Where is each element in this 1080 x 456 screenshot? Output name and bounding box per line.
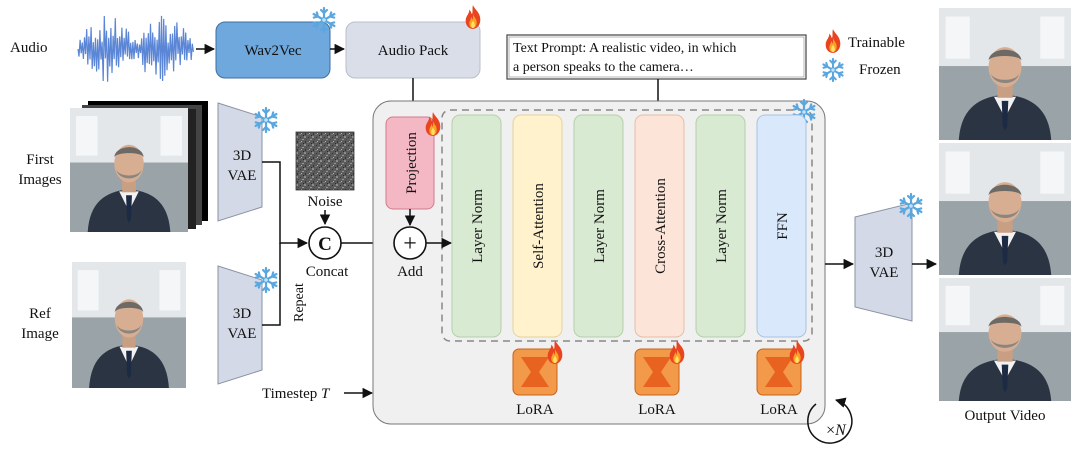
text-prompt-line-2: a person speaks to the camera… [513,60,694,75]
lora-label-1: LoRA [516,402,554,418]
output-frame-1 [939,8,1071,140]
noise-label: Noise [308,194,343,210]
add-label: Add [397,264,423,280]
legend-frozen: Frozen [859,62,901,78]
projection-label: Projection [404,132,420,194]
repeat-n-loop: ×N [807,397,853,444]
layer-norm-2-box [573,114,624,338]
lora-module-1: LoRA [512,340,563,418]
fire-icon [825,29,841,53]
transformer-frozen-region [441,109,813,342]
repeat-label: Repeat [292,283,307,322]
vae-bottom-label-1: 3D [233,306,252,322]
line-vae-bottom-concat [262,243,281,326]
lora-label-3: LoRA [760,402,798,418]
vae-top-label-1: 3D [233,148,252,164]
vae-decoder [854,202,913,322]
first-images-label-1: First [26,152,54,168]
ref-image-label-2: Image [21,326,59,342]
output-video-frames [939,8,1071,401]
audio-pack-label: Audio Pack [378,43,449,59]
cross-attention-label: Cross-Attention [653,178,669,274]
layer-norm-3-box [695,114,746,338]
vae-decoder-label-1: 3D [875,245,894,261]
output-video-label: Output Video [965,408,1046,424]
legend-trainable: Trainable [848,35,905,51]
self-attention-box [512,114,563,338]
vae-top-label-2: VAE [228,168,257,184]
output-frame-3 [939,278,1071,401]
first-images-label-2: Images [18,172,61,188]
vae-encoder-top [217,102,263,222]
layer-norm-1-label: Layer Norm [470,189,486,263]
vae-encoder-bottom [217,265,263,385]
line-vae-top-concat [262,161,309,249]
layer-norm-3-label: Layer Norm [714,189,730,263]
ref-image-photo [72,262,186,388]
vae-bottom-label-2: VAE [228,326,257,342]
first-images-stack [70,101,208,232]
ref-image-label-1: Ref [29,306,51,322]
wav2vec-label: Wav2Vec [244,43,301,59]
text-prompt-box [506,34,807,80]
text-prompt-line-1: Text Prompt: A realistic video, in which [513,41,736,56]
audio-waveform [77,15,194,82]
layer-norm-2-label: Layer Norm [592,189,608,263]
fire-icon [465,5,481,29]
snowflake-icon [822,57,844,83]
ffn-box [756,114,807,338]
timestep-label: Timestep T [262,386,331,402]
audio-label: Audio [10,40,48,56]
snowflake-icon [312,6,336,34]
cross-attention-box [634,114,685,338]
lora-module-2: LoRA [634,340,685,418]
add-symbol: + [403,231,417,257]
lora-module-3: LoRA [756,340,805,418]
self-attention-label: Self-Attention [531,183,547,269]
repeat-n-label: ×N [826,422,847,439]
lora-label-2: LoRA [638,402,676,418]
noise-image [295,131,355,191]
output-frame-2 [939,143,1071,275]
vae-decoder-label-2: VAE [870,265,899,281]
wav2vec-box [215,21,331,79]
concat-symbol: C [318,234,332,255]
concat-label: Concat [306,264,349,280]
layer-norm-1-box [451,114,502,338]
ffn-label: FFN [775,212,791,240]
